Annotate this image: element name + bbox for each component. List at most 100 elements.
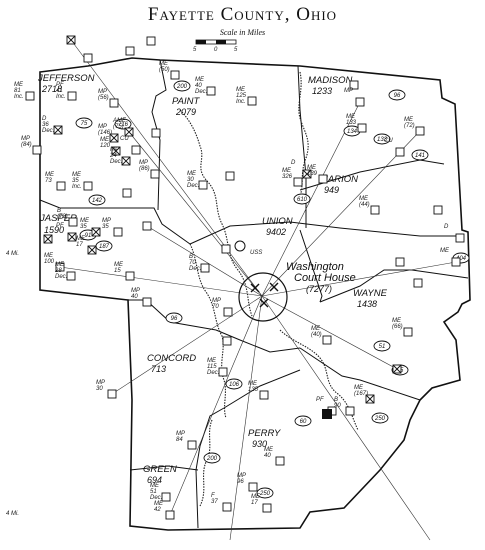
- site-marker-0[interactable]: [66, 35, 76, 45]
- oval-marker-12[interactable]: 96: [165, 312, 183, 324]
- washington-court-house[interactable]: Washington Court House (7277): [238, 261, 356, 322]
- site-marker-52[interactable]: ME(40): [311, 326, 332, 345]
- site-marker-40[interactable]: [142, 221, 152, 231]
- site-marker-23[interactable]: MP(86): [139, 160, 160, 179]
- site-marker-21[interactable]: ME(72): [404, 117, 425, 136]
- site-marker-33[interactable]: [433, 205, 443, 215]
- oval-marker-1[interactable]: 75: [75, 117, 93, 129]
- site-marker-35[interactable]: PF: [56, 223, 77, 242]
- site-marker-3[interactable]: [146, 36, 156, 46]
- oval-marker-16[interactable]: 250: [371, 412, 389, 424]
- site-marker-13[interactable]: MP(84): [21, 136, 42, 155]
- site-marker-17[interactable]: CU: [120, 136, 141, 155]
- site-marker-44[interactable]: [221, 244, 231, 254]
- site-marker-61[interactable]: ME(167): [354, 385, 375, 404]
- oval-marker-14[interactable]: 106: [225, 378, 243, 390]
- site-marker-49[interactable]: [413, 278, 423, 288]
- site-marker-34[interactable]: [43, 234, 53, 244]
- filled-site-marker[interactable]: [322, 409, 332, 419]
- site-marker-22[interactable]: CU: [384, 138, 405, 157]
- oval-marker-10[interactable]: 187: [95, 240, 113, 252]
- oval-marker-6[interactable]: 141: [411, 149, 429, 161]
- site-marker-48[interactable]: D: [444, 224, 465, 243]
- site-marker-53[interactable]: ME(66): [392, 318, 413, 337]
- site-marker-46[interactable]: [395, 257, 405, 267]
- oval-marker-13[interactable]: 51: [373, 340, 391, 352]
- oval-marker-0[interactable]: 200: [173, 80, 191, 92]
- site-marker-32[interactable]: ME(44): [359, 196, 380, 215]
- site-marker-11[interactable]: MP: [344, 88, 365, 107]
- site-marker-47[interactable]: ME: [440, 248, 461, 267]
- site-marker-10[interactable]: [349, 80, 359, 90]
- uss-marker[interactable]: USS: [234, 240, 262, 256]
- oval-marker-17[interactable]: 200: [203, 452, 221, 464]
- site-marker-15[interactable]: AME(75): [112, 118, 134, 137]
- site-marker-14[interactable]: MP(146): [98, 124, 119, 143]
- oval-marker-5[interactable]: 133: [373, 133, 391, 145]
- oval-marker-2[interactable]: 716: [114, 118, 132, 130]
- site-marker-36[interactable]: B(73): [57, 208, 78, 227]
- site-marker-54[interactable]: [222, 336, 232, 346]
- oval-marker-15[interactable]: 60: [294, 415, 312, 427]
- site-marker-6[interactable]: MP(56): [98, 89, 119, 108]
- site-marker-31[interactable]: [122, 188, 132, 198]
- oval-marker-3[interactable]: 96: [388, 89, 406, 101]
- site-marker-19[interactable]: [151, 128, 161, 138]
- site-marker-57[interactable]: [392, 364, 402, 374]
- site-marker-1[interactable]: [83, 53, 93, 63]
- site-marker-25[interactable]: [225, 171, 235, 181]
- oval-marker-18[interactable]: 250: [256, 487, 274, 499]
- site-marker-2[interactable]: [125, 46, 135, 56]
- site-cross: [111, 146, 121, 156]
- oval-marker-8[interactable]: 142: [88, 194, 106, 206]
- oval-label: 404: [456, 256, 467, 262]
- oval-marker-7[interactable]: 610: [293, 193, 311, 205]
- site-marker-7[interactable]: ME(50): [159, 61, 180, 80]
- site-marker-27[interactable]: D: [291, 160, 312, 179]
